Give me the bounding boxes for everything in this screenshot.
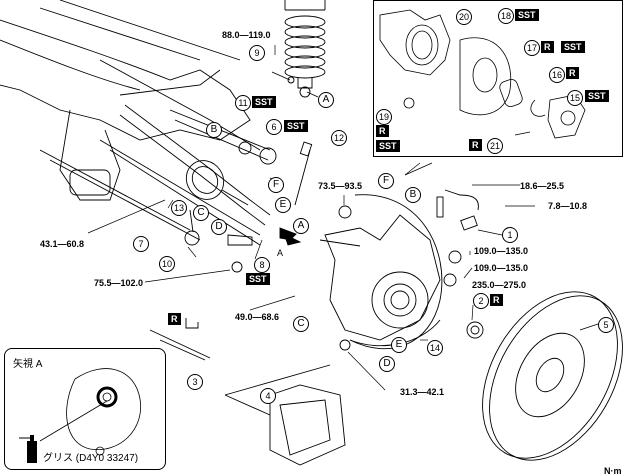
tag-sst-19: SST (376, 140, 400, 152)
callout-19: 19 (376, 109, 392, 125)
view-a-inset: 矢視 A グリス (D4Y0 33247) (4, 348, 166, 470)
callout-1: 1 (502, 227, 518, 243)
callout-e-bottom: E (391, 337, 407, 353)
callout-c-bottom: C (293, 316, 309, 332)
tag-sst-6: SST (284, 120, 308, 132)
torque-hub-nut: 235.0—275.0 (472, 280, 527, 290)
callout-a-top: A (318, 92, 334, 108)
torque-knuckle-b: 109.0—135.0 (474, 263, 529, 273)
callout-5: 5 (598, 317, 614, 333)
torque-knuckle-a: 109.0—135.0 (474, 246, 529, 256)
grease-label: グリス (D4Y0 33247) (43, 453, 139, 464)
torque-7: 43.1—60.8 (40, 239, 85, 249)
tag-sst-18: SST (515, 9, 539, 21)
callout-2: 2 (473, 293, 489, 309)
torque-caliper-bolt: 49.0—68.6 (235, 312, 280, 322)
callout-8: 8 (254, 257, 270, 273)
torque-tie-rod: 73.5—93.5 (318, 181, 363, 191)
view-a-title: 矢視 A (13, 359, 43, 370)
callout-14: 14 (427, 340, 443, 356)
callout-d-left: D (211, 219, 227, 235)
torque-sensor-bracket: 18.6—25.5 (520, 181, 565, 191)
callout-10: 10 (159, 256, 175, 272)
callout-b-top: B (206, 122, 222, 138)
callout-3: 3 (187, 374, 203, 390)
callout-9: 9 (249, 45, 265, 61)
tag-r-19: R (376, 125, 389, 137)
callout-e-left: E (275, 197, 291, 213)
torque-unit: N·m (604, 466, 622, 476)
torque-10: 75.5—102.0 (94, 278, 144, 288)
callout-4: 4 (260, 388, 276, 404)
tag-sst-15: SST (585, 90, 609, 102)
callout-a-knuckle: A (293, 218, 309, 234)
callout-b-knuckle: B (405, 187, 421, 203)
view-a-arrow-label: A (277, 248, 284, 258)
callout-17: 17 (524, 40, 540, 56)
callout-c-left: C (193, 205, 209, 221)
view-a-drawing (19, 368, 142, 463)
callout-16: 16 (549, 67, 565, 83)
torque-sensor: 7.8—10.8 (548, 201, 588, 211)
callout-13: 13 (171, 200, 187, 216)
tag-sst-17: SST (561, 41, 585, 53)
callout-f-top: F (268, 177, 284, 193)
tag-r-16: R (566, 67, 579, 79)
torque-dust-cover: 31.3—42.1 (400, 387, 445, 397)
tag-r-21: R (469, 139, 482, 151)
detail-inset-hub (373, 0, 623, 157)
callout-f-knuckle: F (378, 173, 394, 189)
callout-20: 20 (456, 9, 472, 25)
tag-r-cable-clip: R (168, 313, 181, 325)
callout-12: 12 (331, 130, 347, 146)
callout-11: 11 (235, 95, 251, 111)
callout-d-bottom: D (379, 356, 395, 372)
tag-sst-11: SST (252, 96, 276, 108)
tag-sst-8: SST (246, 273, 270, 285)
callout-6: 6 (266, 119, 282, 135)
callout-21: 21 (487, 138, 503, 154)
tag-r-2: R (490, 294, 503, 306)
tag-r-17: R (541, 41, 554, 53)
torque-9: 88.0—119.0 (222, 30, 271, 40)
callout-18: 18 (498, 8, 514, 24)
callout-7: 7 (133, 236, 149, 252)
callout-15: 15 (567, 90, 583, 106)
